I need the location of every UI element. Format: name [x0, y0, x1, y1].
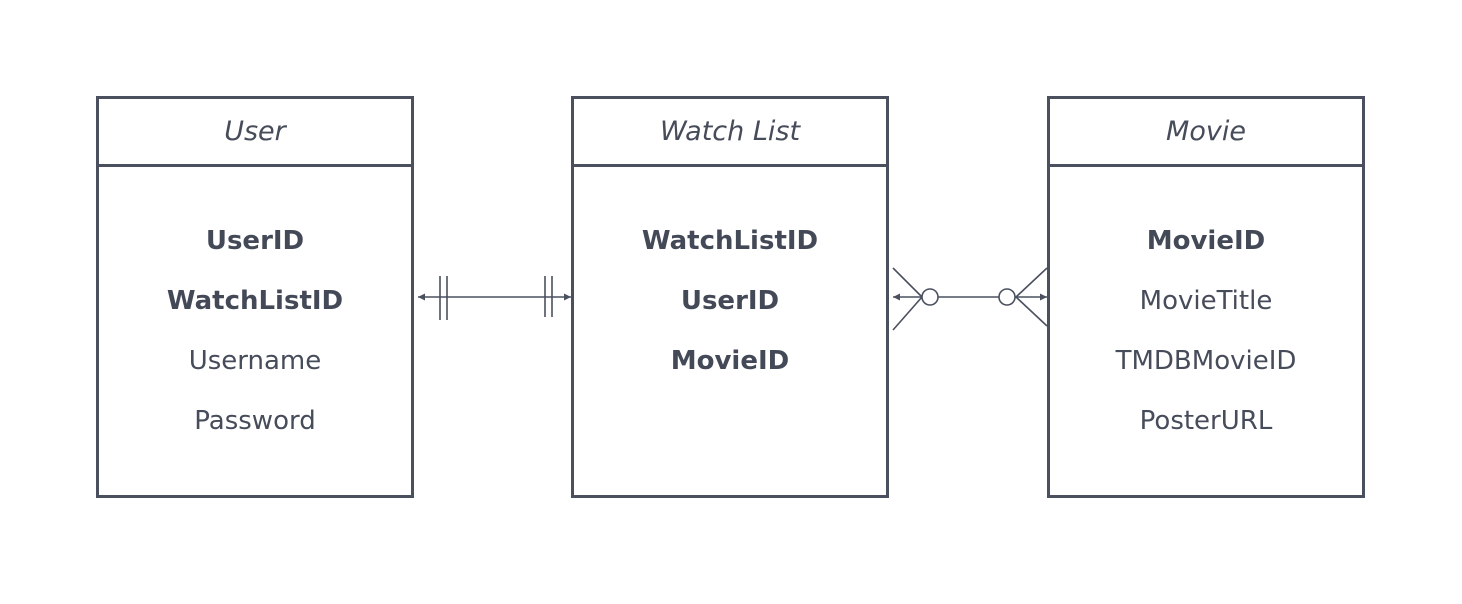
- attribute: TMDBMovieID: [1115, 346, 1297, 376]
- entity-title: Movie: [1050, 99, 1362, 167]
- attribute: WatchListID: [166, 286, 344, 316]
- attribute-list: UserID WatchListID Username Password: [99, 219, 411, 459]
- attribute: PosterURL: [1139, 406, 1273, 436]
- attribute: MovieID: [670, 346, 790, 376]
- zero-circle-icon: [921, 288, 939, 306]
- attribute: MovieID: [1146, 226, 1266, 256]
- relationship-user-watchlist: [418, 276, 571, 320]
- arrowhead-icon: [893, 293, 900, 301]
- arrowhead-icon: [1040, 293, 1047, 301]
- entity-title: Watch List: [574, 99, 886, 167]
- crows-foot-icon: [1015, 267, 1048, 298]
- attribute: Username: [188, 346, 322, 376]
- attribute-list: MovieID MovieTitle TMDBMovieID PosterURL: [1050, 219, 1362, 459]
- attribute: Password: [194, 406, 316, 436]
- crows-foot-icon: [892, 267, 923, 298]
- attribute: MovieTitle: [1139, 286, 1273, 316]
- entity-movie: Movie MovieID MovieTitle TMDBMovieID Pos…: [1047, 96, 1365, 498]
- relationship-watchlist-movie: [892, 267, 1048, 331]
- attribute: UserID: [205, 226, 305, 256]
- entity-user: User UserID WatchListID Username Passwor…: [96, 96, 414, 498]
- arrowhead-icon: [564, 293, 571, 301]
- attribute-list: WatchListID UserID MovieID: [574, 219, 886, 399]
- zero-circle-icon: [998, 288, 1016, 306]
- attribute: WatchListID: [641, 226, 819, 256]
- crows-foot-icon: [892, 296, 923, 331]
- crows-foot-icon: [1015, 296, 1048, 327]
- arrowhead-icon: [418, 293, 425, 301]
- entity-watch-list: Watch List WatchListID UserID MovieID: [571, 96, 889, 498]
- attribute: UserID: [680, 286, 780, 316]
- entity-title: User: [99, 99, 411, 167]
